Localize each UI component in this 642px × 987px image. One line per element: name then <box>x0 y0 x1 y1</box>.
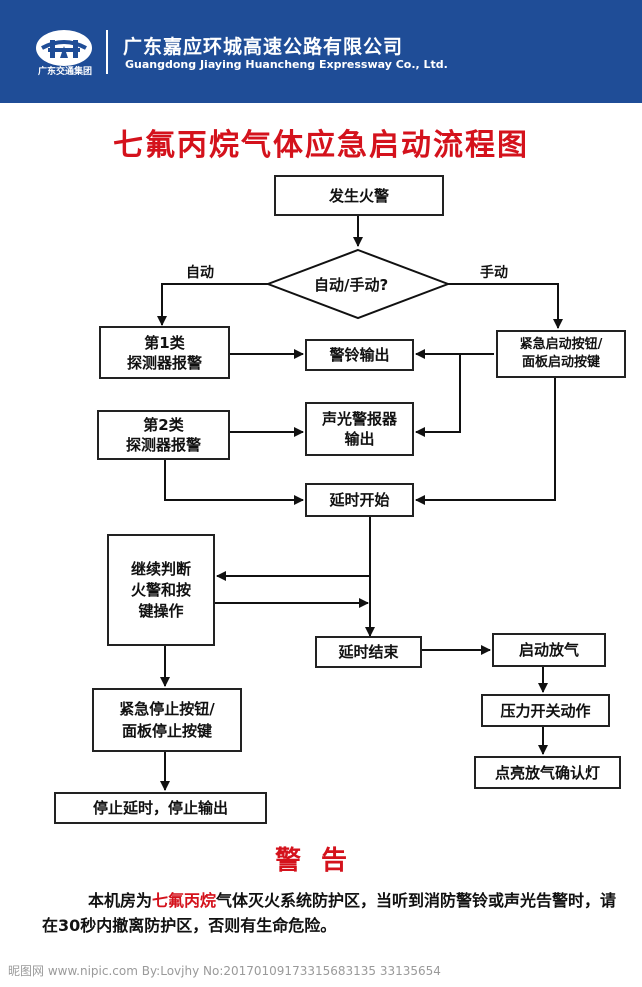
arrow-btn-sound <box>415 354 461 437</box>
decision-diamond <box>265 248 451 320</box>
arrow-manual <box>448 283 563 329</box>
arrow-btn-delay <box>415 378 556 505</box>
node-emergency-stop-button: 紧急停止按钮/ 面板停止按键 <box>92 688 242 752</box>
node-start-release: 启动放气 <box>492 633 606 667</box>
node-pressure-switch: 压力开关动作 <box>481 694 610 727</box>
node-detector1: 第1类 探测器报警 <box>99 326 230 379</box>
warning-text-before: 本机房为 <box>88 891 153 910</box>
node-fire-alarm: 发生火警 <box>274 175 444 216</box>
company-logo-icon <box>36 30 92 66</box>
page-title: 七氟丙烷气体应急启动流程图 <box>113 128 529 163</box>
decision-label: 自动/手动? <box>314 276 389 294</box>
auto-label: 自动 <box>186 265 214 281</box>
company-name-cn: 广东嘉应环城高速公路有限公司 <box>123 36 404 58</box>
warning-text: 本机房为七氟丙烷气体灭火系统防护区，当听到消防警铃或声光告警时，请在30秒内撤离… <box>42 888 627 938</box>
header-divider <box>106 30 108 74</box>
node-confirm-light: 点亮放气确认灯 <box>474 756 621 789</box>
company-name-en: Guangdong Jiaying Huancheng Expressway C… <box>125 58 448 71</box>
warning-text-after: 气体灭火系统防护区，当听到消防警铃或声光告警时，请在30秒内撤离防护区，否则有生… <box>42 891 617 935</box>
warning-title: 警告 <box>274 846 367 876</box>
node-bell-output: 警铃输出 <box>305 339 414 371</box>
header-banner: 广东交通集团 广东嘉应环城高速公路有限公司 Guangdong Jiaying … <box>0 0 642 103</box>
node-emergency-start-button: 紧急启动按钮/ 面板启动按键 <box>496 330 626 378</box>
node-delay-end: 延时结束 <box>315 636 422 668</box>
logo-caption: 广东交通集团 <box>37 67 92 77</box>
warning-text-highlight: 七氟丙烷 <box>152 891 217 910</box>
node-detector2: 第2类 探测器报警 <box>97 410 230 460</box>
node-stop-delay: 停止延时，停止输出 <box>54 792 267 824</box>
arrow-det2-delay <box>164 460 304 505</box>
arrow-auto <box>157 283 268 326</box>
watermark: 昵图网 www.nipic.com By:Lovjhy No:201701091… <box>8 964 441 978</box>
node-sound-light-alarm: 声光警报器 输出 <box>305 402 414 456</box>
manual-label: 手动 <box>480 265 508 281</box>
node-delay-start: 延时开始 <box>305 483 414 517</box>
node-continue-judge: 继续判断 火警和按 键操作 <box>107 534 215 646</box>
